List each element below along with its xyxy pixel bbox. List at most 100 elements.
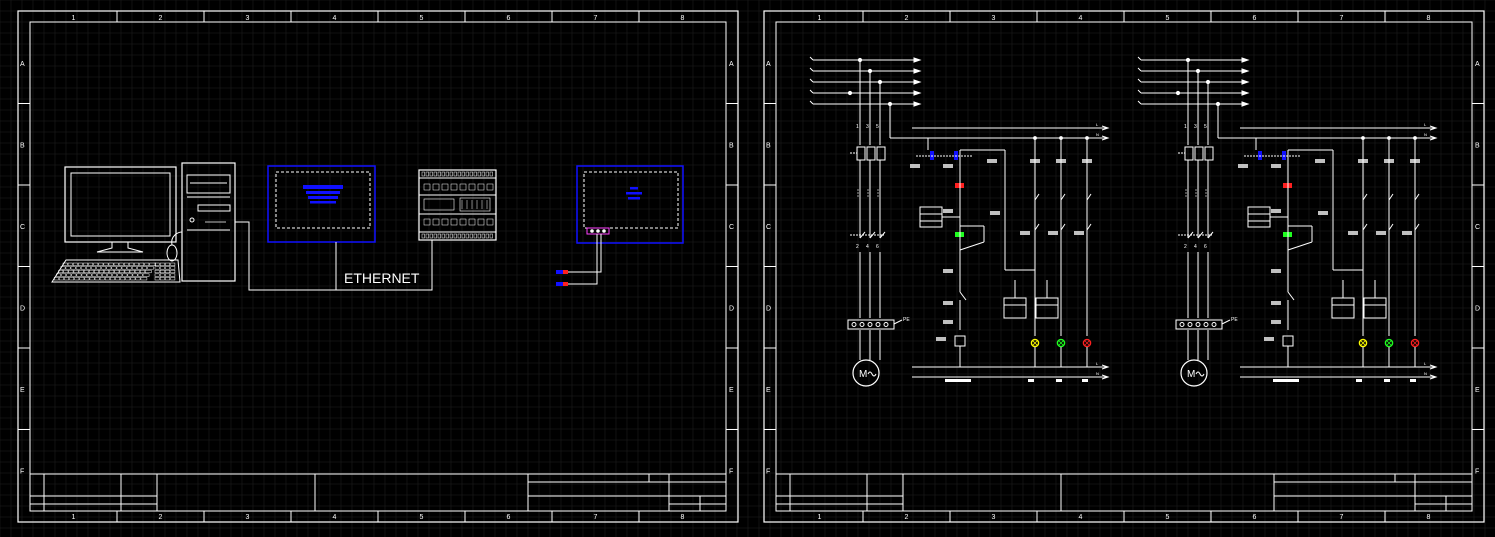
computer-monitor[interactable] [64, 166, 177, 253]
row-label: D [766, 305, 771, 312]
column-label: 7 [594, 514, 598, 521]
terminal-number: 1 [1184, 124, 1187, 130]
indicator-lamp [1082, 338, 1092, 348]
column-label: 6 [507, 514, 511, 521]
column-label: 8 [1427, 514, 1431, 521]
indicator-lamp [1358, 338, 1368, 348]
row-label: C [20, 224, 25, 231]
remote-io-panel[interactable] [576, 165, 684, 244]
row-label: E [1475, 387, 1480, 394]
indicator-lamp [1384, 338, 1394, 348]
column-label: 2 [905, 15, 909, 22]
column-label: 6 [1253, 15, 1257, 22]
bus-label: L [1424, 361, 1427, 366]
bus-label: N [1424, 371, 1427, 376]
bus-label: N [1424, 132, 1427, 137]
bus-label: N [1096, 371, 1099, 376]
column-label: 2 [159, 15, 163, 22]
column-label: 7 [1340, 15, 1344, 22]
row-label: B [766, 142, 771, 149]
column-label: 7 [1340, 514, 1344, 521]
column-label: 8 [1427, 15, 1431, 22]
column-label: 8 [681, 514, 685, 521]
column-label: 2 [905, 514, 909, 521]
pe-label: PE [1231, 317, 1238, 323]
computer-mouse[interactable] [166, 231, 183, 262]
column-label: 6 [1253, 514, 1257, 521]
row-label: F [20, 468, 24, 475]
ethernet-label: ETHERNET [344, 270, 420, 286]
motor-symbol [1180, 359, 1208, 387]
column-label: 3 [246, 15, 250, 22]
row-label: B [1475, 142, 1480, 149]
computer-keyboard[interactable] [51, 259, 181, 283]
row-label: A [729, 61, 734, 68]
bus-label: N [1096, 132, 1099, 137]
column-label: 4 [333, 514, 337, 521]
column-label: 5 [420, 514, 424, 521]
row-label: E [20, 387, 25, 394]
column-label: 4 [1079, 514, 1083, 521]
terminal-number: 6 [1204, 244, 1207, 250]
column-label: 3 [246, 514, 250, 521]
hmi-screen-panel[interactable] [267, 165, 376, 243]
row-label: D [729, 305, 734, 312]
row-label: C [1475, 224, 1480, 231]
sheet1-title-block[interactable] [29, 473, 727, 512]
column-label: 7 [594, 15, 598, 22]
terminal-number: 3 [1194, 124, 1197, 130]
plc-controller[interactable] [418, 169, 497, 241]
bus-label: L [1424, 122, 1427, 127]
column-label: 2 [159, 514, 163, 521]
row-label: F [1475, 468, 1479, 475]
row-label: D [1475, 305, 1480, 312]
indicator-lamp [1056, 338, 1066, 348]
row-label: B [20, 142, 25, 149]
row-label: E [729, 387, 734, 394]
keyboard-keys [53, 262, 176, 281]
column-label: 4 [333, 15, 337, 22]
terminal-number: 2 [1184, 244, 1187, 250]
bus-label: L [1096, 361, 1099, 366]
motor-letter: M [1187, 369, 1195, 380]
column-label: 1 [818, 514, 822, 521]
column-label: 3 [992, 514, 996, 521]
column-label: 4 [1079, 15, 1083, 22]
row-label: A [766, 61, 771, 68]
terminal-number: 2 [856, 244, 859, 250]
column-label: 3 [992, 15, 996, 22]
column-label: 1 [72, 514, 76, 521]
row-label: D [20, 305, 25, 312]
row-label: A [1475, 61, 1480, 68]
terminal-number: 4 [1194, 244, 1197, 250]
column-label: 5 [1166, 514, 1170, 521]
ethernet-wiring [235, 221, 602, 291]
terminal-number: 4 [866, 244, 869, 250]
terminal-number: 1 [856, 124, 859, 130]
bus-label: L [1096, 122, 1099, 127]
terminal-number: 5 [1204, 124, 1207, 130]
column-label: 1 [72, 15, 76, 22]
sheet2-title-block[interactable] [775, 473, 1473, 512]
terminal-number: 3 [866, 124, 869, 130]
motor-letter: M [859, 369, 867, 380]
row-label: C [729, 224, 734, 231]
column-label: 5 [1166, 15, 1170, 22]
row-label: A [20, 61, 25, 68]
column-label: 8 [681, 15, 685, 22]
indicator-lamp [1410, 338, 1420, 348]
row-label: B [729, 142, 734, 149]
row-label: C [766, 224, 771, 231]
motor-symbol [852, 359, 880, 387]
plc-terminals [419, 171, 496, 239]
row-label: F [729, 468, 733, 475]
terminal-number: 6 [876, 244, 879, 250]
